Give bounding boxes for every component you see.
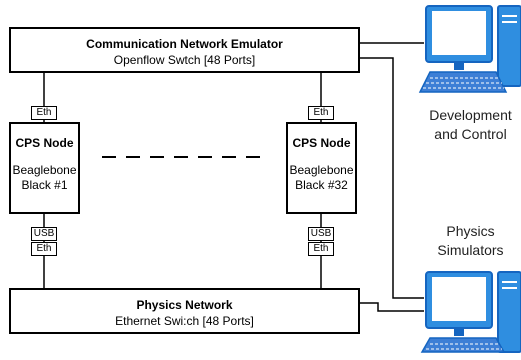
emulator-title: Communication Network Emulator [86,37,283,51]
link-emulator-simulators [360,57,424,299]
node32-usb-port: USB [308,227,334,241]
cps-node-32: CPS Node Beaglebone Black #32 [286,122,357,214]
node32-line1: Beaglebone [289,163,354,177]
computer-icon [420,271,521,353]
node1-eth-port: Eth [31,106,57,120]
computer-icon [418,5,521,93]
emulator-subtitle: Openflow Swtch [48 Ports] [113,53,256,67]
node1-title: CPS Node [15,136,74,150]
cps-node-1: CPS Node Beaglebone Black #1 [9,122,80,214]
node1-line2: Black #1 [21,178,68,192]
node1-line1: Beaglebone [12,163,77,177]
sim-label-line1: Physics [446,223,495,239]
dev-label-line2: and Control [434,126,507,142]
emulator-switch-box: Communication Network Emulator Openflow … [9,27,360,73]
simulators-label: Physics Simulators [420,222,521,260]
node1-eth2-port: Eth [31,242,57,256]
link-physics-simulators [360,302,424,312]
physics-subtitle: Ethernet Swi:ch [48 Ports] [115,314,254,328]
node32-eth-port: Eth [308,106,334,120]
dev-control-label: Development and Control [420,106,521,144]
node32-eth2-port: Eth [308,242,334,256]
node1-usb-port: USB [31,227,57,241]
physics-title: Physics Network [136,298,233,312]
physics-switch-box: Physics Network Ethernet Swi:ch [48 Port… [9,288,360,334]
sim-label-line2: Simulators [437,242,504,258]
node32-line2: Black #32 [295,178,348,192]
dev-label-line1: Development [429,107,512,123]
node32-title: CPS Node [292,136,351,150]
